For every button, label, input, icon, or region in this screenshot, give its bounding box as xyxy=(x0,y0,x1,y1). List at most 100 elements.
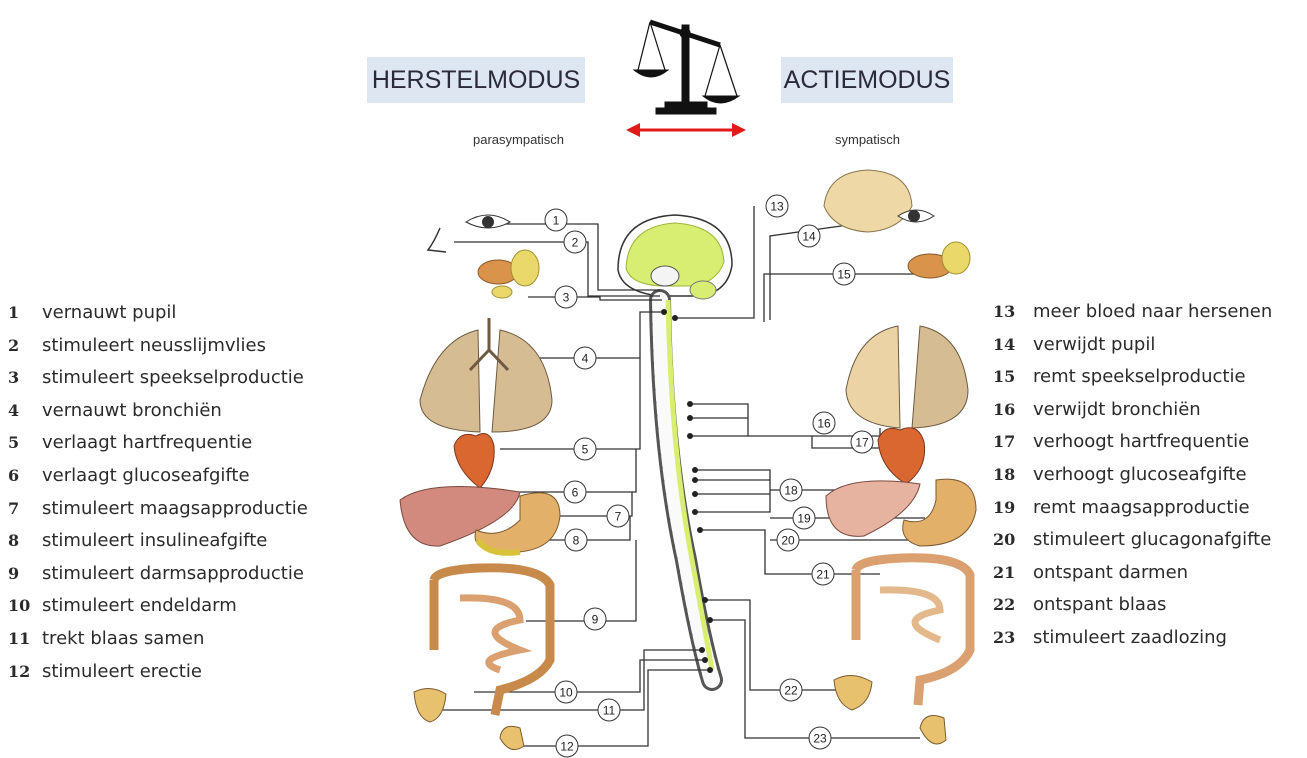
legend-number: 21 xyxy=(993,557,1033,590)
legend-text: stimuleert speekselproductie xyxy=(42,367,304,388)
legend-number: 22 xyxy=(993,589,1033,622)
legend-number: 12 xyxy=(8,656,42,689)
legend-number: 9 xyxy=(8,558,42,591)
diagram-marker: 15 xyxy=(833,263,855,285)
sympatisch-label: sympatisch xyxy=(835,132,900,147)
diagram-marker: 5 xyxy=(574,438,596,460)
diagram-marker: 1 xyxy=(545,209,567,231)
legend-text: verhoogt glucoseafgifte xyxy=(1033,464,1247,485)
legend-text: trekt blaas samen xyxy=(42,628,204,649)
svg-text:3: 3 xyxy=(563,291,570,305)
nose-image xyxy=(428,228,446,252)
svg-text:9: 9 xyxy=(592,613,599,627)
legend-number: 15 xyxy=(993,361,1033,394)
svg-text:17: 17 xyxy=(855,436,869,450)
parasympatisch-label: parasympatisch xyxy=(473,132,564,147)
genital-left-image xyxy=(500,726,524,749)
svg-text:18: 18 xyxy=(784,484,798,498)
legend-number: 16 xyxy=(993,394,1033,427)
diagram-marker: 4 xyxy=(574,347,596,369)
svg-text:4: 4 xyxy=(582,352,589,366)
legend-number: 20 xyxy=(993,524,1033,557)
legend-text: verlaagt glucoseafgifte xyxy=(42,465,250,486)
legend-number: 13 xyxy=(993,296,1033,329)
svg-text:1: 1 xyxy=(553,214,560,228)
legend-number: 8 xyxy=(8,525,42,558)
svg-text:15: 15 xyxy=(837,268,851,282)
svg-text:20: 20 xyxy=(781,534,795,548)
legend-number: 7 xyxy=(8,493,42,526)
legend-text: vernauwt pupil xyxy=(42,302,176,323)
svg-text:21: 21 xyxy=(816,568,830,582)
svg-text:22: 22 xyxy=(784,684,798,698)
diagram-marker: 8 xyxy=(565,529,587,551)
lungs-right-image xyxy=(846,326,968,428)
diagram-marker: 3 xyxy=(555,286,577,308)
legend-number: 4 xyxy=(8,395,42,428)
intestines-left-image xyxy=(434,568,550,715)
legend-item: 16verwijdt bronchiën xyxy=(993,394,1272,427)
diagram-marker: 12 xyxy=(556,735,578,757)
legend-text: remt maagsapproductie xyxy=(1033,497,1250,518)
legend-text: stimuleert neusslijmvlies xyxy=(42,335,266,356)
legend-text: ontspant blaas xyxy=(1033,594,1166,615)
legend-text: stimuleert insulineafgifte xyxy=(42,530,267,551)
legend-number: 11 xyxy=(8,623,42,656)
diagram-marker: 13 xyxy=(766,195,788,217)
legend-text: stimuleert glucagonafgifte xyxy=(1033,529,1271,550)
diagram-marker: 17 xyxy=(851,431,873,453)
svg-text:5: 5 xyxy=(582,443,589,457)
diagram-marker: 6 xyxy=(564,481,586,503)
legend-text: stimuleert zaadlozing xyxy=(1033,627,1227,648)
lungs-left-image xyxy=(420,318,552,432)
legend-number: 19 xyxy=(993,492,1033,525)
diagram-marker: 22 xyxy=(780,679,802,701)
diagram-marker: 9 xyxy=(584,608,606,630)
double-arrow-icon xyxy=(626,123,746,137)
svg-text:8: 8 xyxy=(573,534,580,548)
legend-number: 5 xyxy=(8,427,42,460)
diagram-marker: 10 xyxy=(555,681,577,703)
heart-left-image xyxy=(454,434,494,488)
svg-text:23: 23 xyxy=(813,732,827,746)
brain-right-image xyxy=(824,170,912,232)
legend-text: remt speekselproductie xyxy=(1033,366,1246,387)
diagram-marker: 21 xyxy=(812,563,834,585)
svg-text:14: 14 xyxy=(802,230,816,244)
diagram-marker: 2 xyxy=(564,231,586,253)
svg-text:2: 2 xyxy=(572,236,579,250)
legend-text: meer bloed naar hersenen xyxy=(1033,301,1272,322)
diagram-marker: 11 xyxy=(598,699,620,721)
legend-number: 14 xyxy=(993,329,1033,362)
legend-text: vernauwt bronchiën xyxy=(42,400,222,421)
diagram-marker: 23 xyxy=(809,727,831,749)
legend-number: 1 xyxy=(8,297,42,330)
heart-right-image xyxy=(878,428,925,484)
diagram-marker: 14 xyxy=(798,225,820,247)
legend-number: 3 xyxy=(8,362,42,395)
bladder-right-image xyxy=(834,675,872,710)
legend-text: stimuleert erectie xyxy=(42,661,202,682)
svg-text:16: 16 xyxy=(817,417,831,431)
salivary-gland-right-image xyxy=(908,242,970,278)
legend-text: verwijdt bronchiën xyxy=(1033,399,1201,420)
legend-text: stimuleert endeldarm xyxy=(42,595,237,616)
legend-number: 17 xyxy=(993,426,1033,459)
eye-left-image xyxy=(466,215,510,228)
legend-text: verlaagt hartfrequentie xyxy=(42,432,252,453)
diagram-marker: 18 xyxy=(780,479,802,501)
svg-text:13: 13 xyxy=(770,200,784,214)
